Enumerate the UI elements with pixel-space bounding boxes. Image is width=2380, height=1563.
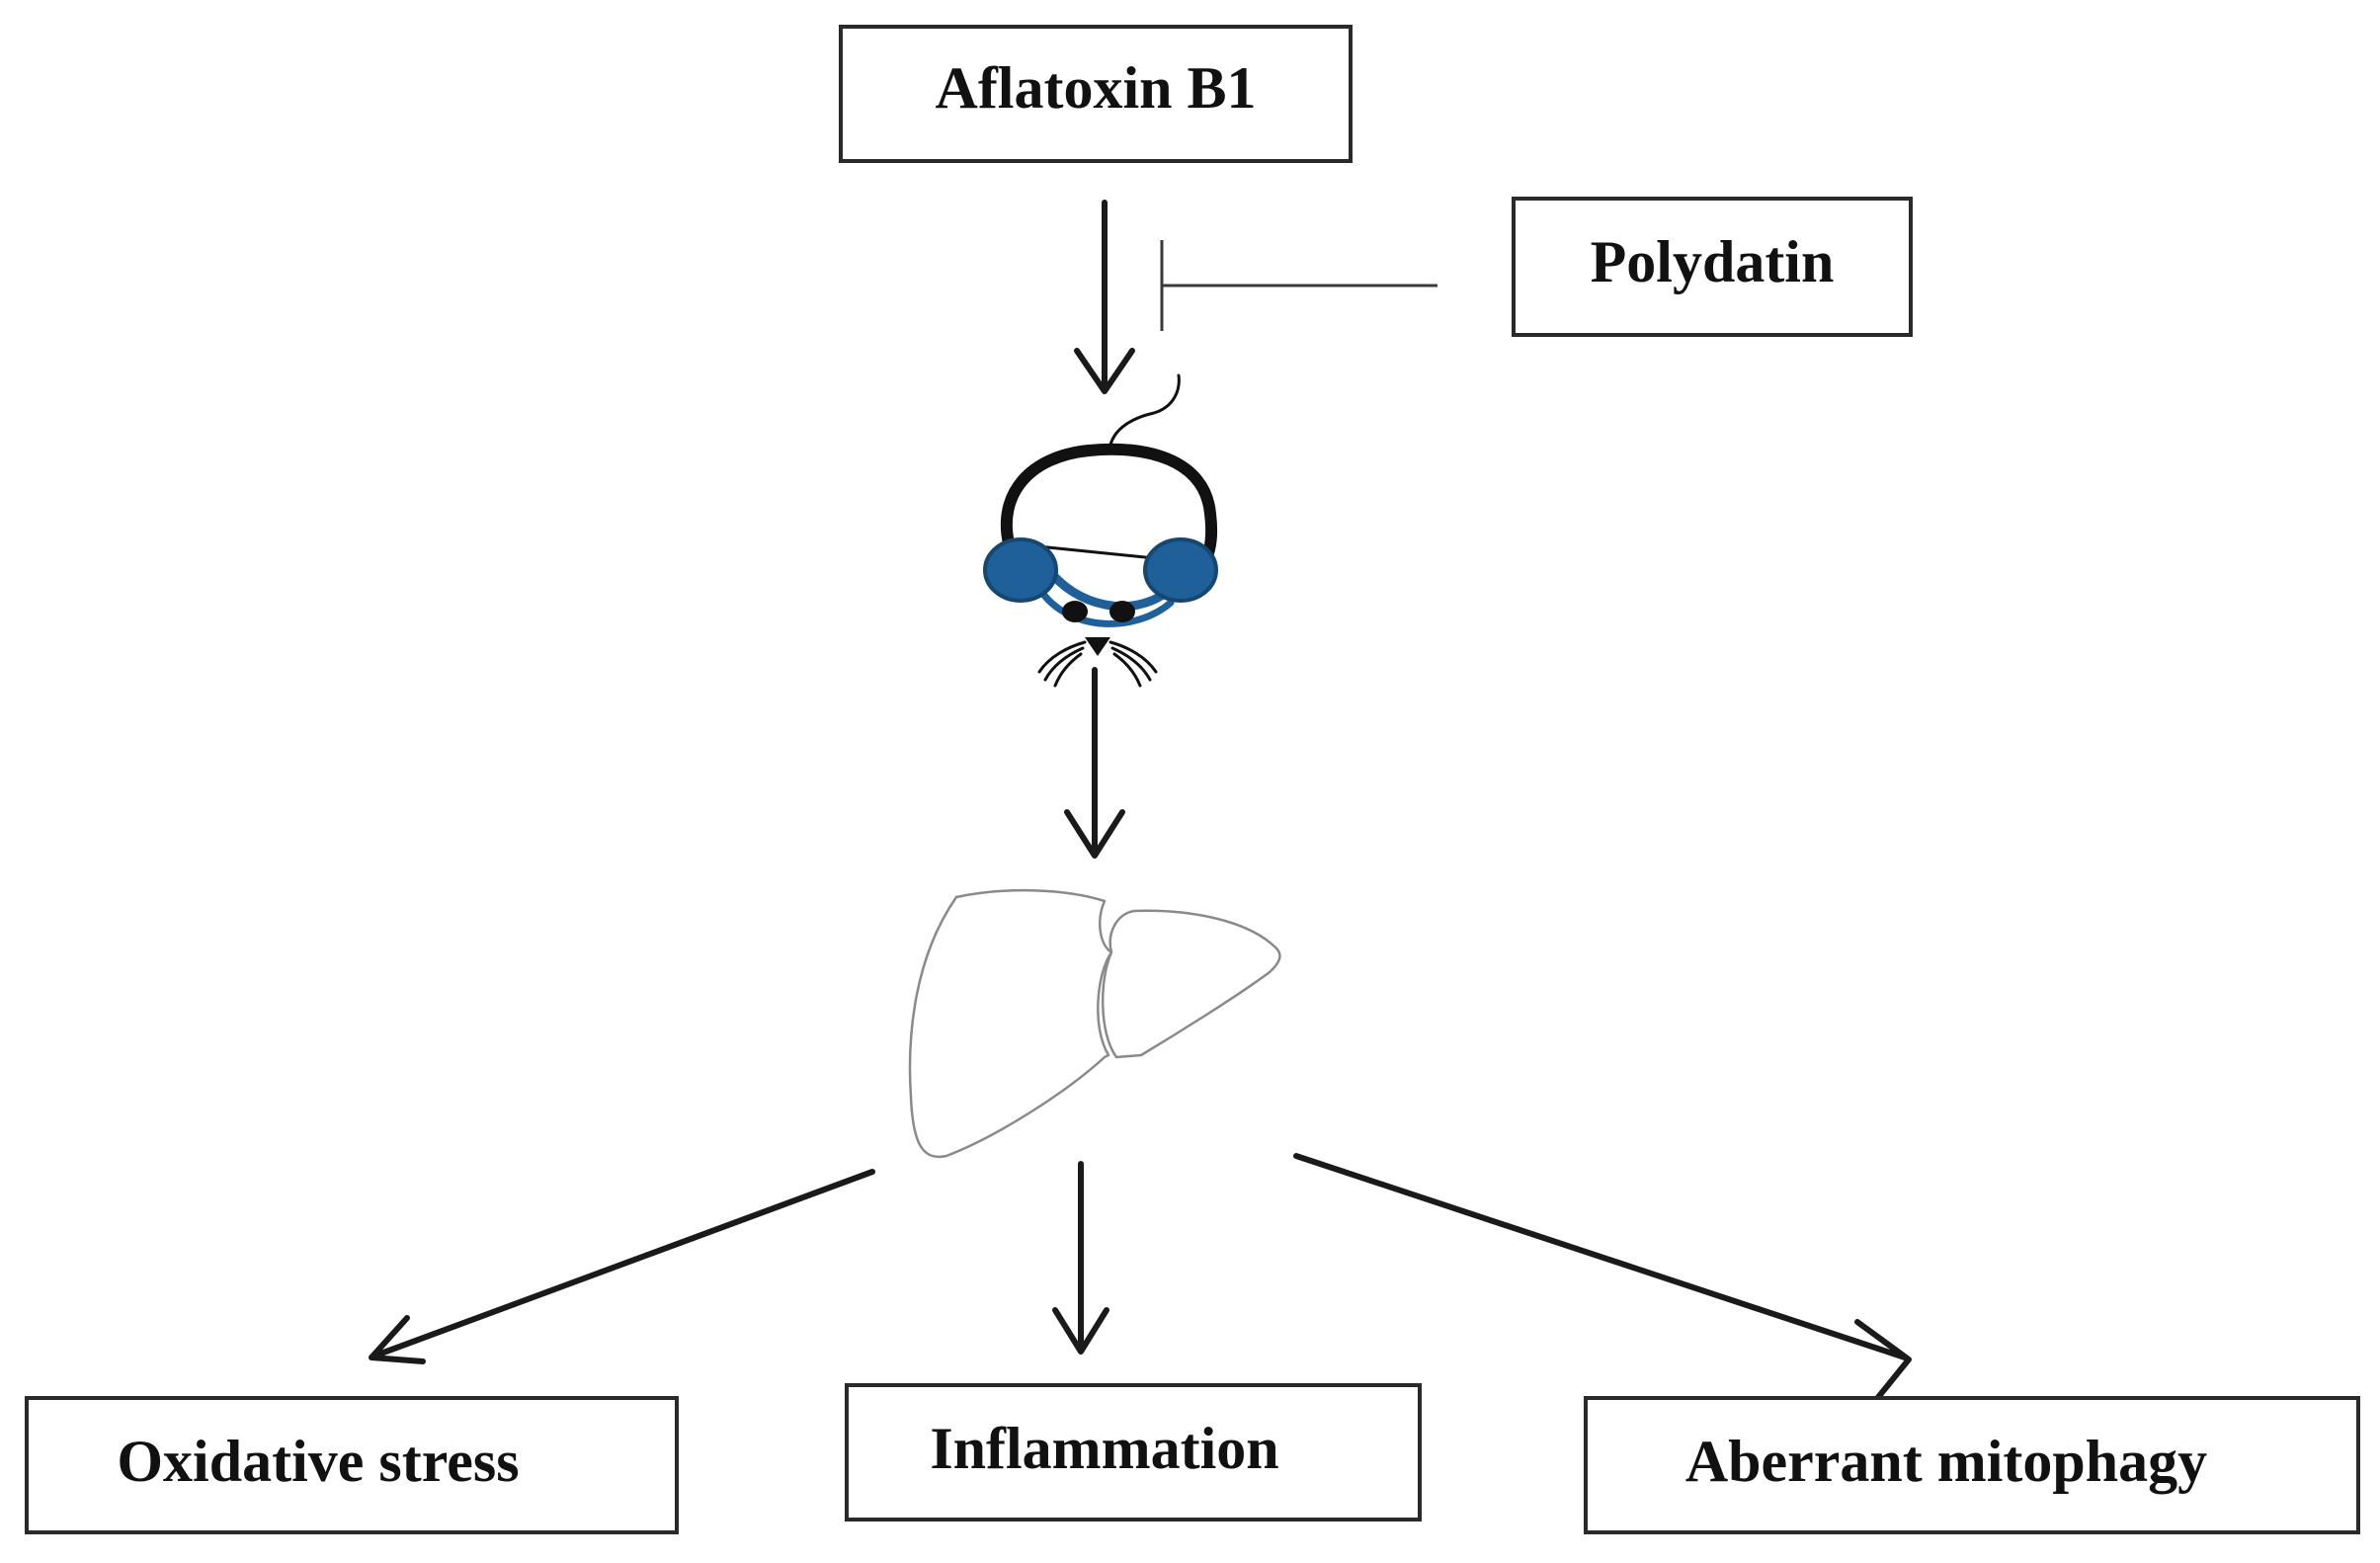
polydatin-label: Polydatin (1591, 229, 1835, 294)
arrow-liver-to-oxidative (369, 1169, 875, 1364)
arrow-liver-to-mitophagy (1293, 1153, 1912, 1404)
inflammation-node: Inflammation (845, 1383, 1422, 1522)
aberrant-mitophagy-label: Aberrant mitophagy (1685, 1429, 2207, 1494)
inflammation-label: Inflammation (930, 1416, 1278, 1481)
inhibition-polydatin (1160, 240, 1437, 331)
mouse-right-ear (1143, 537, 1218, 603)
arrow-liver-to-inflammation (1052, 1161, 1109, 1355)
oxidative-stress-node: Oxidative stress (25, 1396, 679, 1534)
liver-icon (908, 888, 1281, 1159)
aberrant-mitophagy-node: Aberrant mitophagy (1584, 1396, 2360, 1534)
arrow-aflatoxin-to-mouse (1074, 200, 1135, 394)
aflatoxin-label: Aflatoxin B1 (935, 55, 1256, 121)
arrow-mouse-to-liver (1064, 667, 1125, 859)
oxidative-stress-label: Oxidative stress (117, 1429, 519, 1494)
mouse-left-ear (983, 537, 1058, 603)
aflatoxin-node: Aflatoxin B1 (839, 25, 1353, 163)
mouse-icon (983, 373, 1218, 688)
polydatin-node: Polydatin (1512, 197, 1913, 337)
